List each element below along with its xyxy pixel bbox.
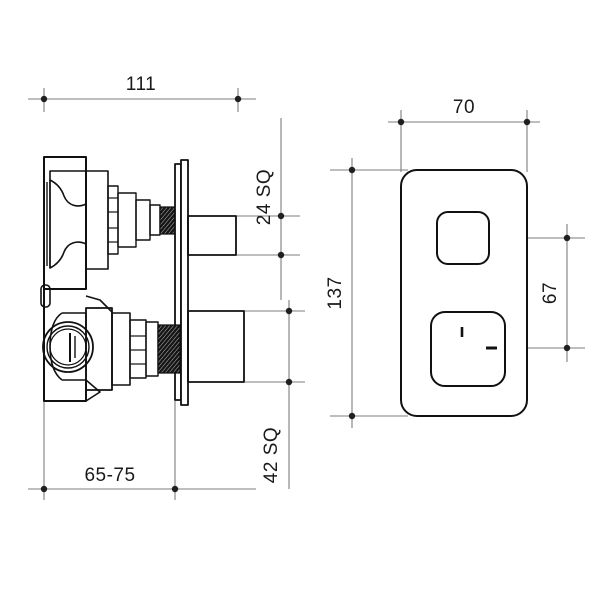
front-face-plate-view: 70 137 67	[325, 97, 585, 428]
dim-label-65-75: 65-75	[84, 465, 135, 486]
valve-body-outline	[40, 156, 245, 406]
upper-button-outline	[436, 211, 490, 265]
dim-label-42sq: 42 SQ	[261, 427, 282, 483]
dim-label-67: 67	[540, 282, 561, 304]
side-section-view: 111 65-75 24 SQ 42 SQ	[28, 74, 305, 500]
dim-label-24sq: 24 SQ	[254, 169, 275, 225]
dim-label-70: 70	[453, 97, 475, 118]
dim-label-137: 137	[325, 276, 346, 309]
dim-label-111: 111	[126, 74, 156, 95]
lower-button-outline	[430, 311, 506, 387]
